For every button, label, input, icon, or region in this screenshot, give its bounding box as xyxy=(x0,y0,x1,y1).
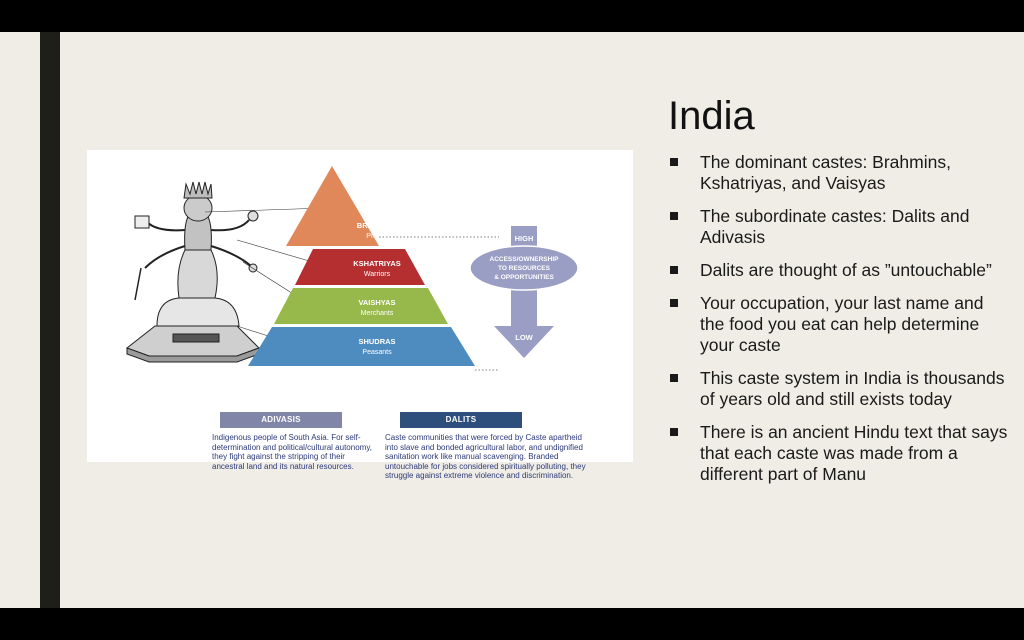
arrow-low-label: LOW xyxy=(515,333,533,342)
adivasis-heading: ADIVASIS xyxy=(220,412,342,428)
adivasis-description: Indigenous people of South Asia. For sel… xyxy=(212,433,372,471)
tier-kshatriyas-name: KSHATRIYAS xyxy=(353,259,401,268)
square-bullet-icon xyxy=(670,158,678,166)
tier-vaishyas-shape xyxy=(274,288,448,324)
tier-brahmins-role: Priests xyxy=(366,233,388,240)
dalits-description: Caste communities that were forced by Ca… xyxy=(385,433,586,480)
arrow-label-line1: ACCESS/OWNERSHIP xyxy=(490,256,560,263)
tier-vaishyas-role: Merchants xyxy=(361,310,394,317)
bullet-text: Dalits are thought of as ”untouchable” xyxy=(700,260,992,280)
caste-pyramid-figure: BRAHMINS Priests KSHATRIYAS Warriors VAI… xyxy=(87,150,633,480)
bullet-text: There is an ancient Hindu text that says… xyxy=(700,422,1008,484)
tier-shudras-role: Peasants xyxy=(362,349,392,356)
square-bullet-icon xyxy=(670,266,678,274)
tier-brahmins-shape xyxy=(286,166,379,246)
brahma-illustration xyxy=(125,181,260,363)
bullet-item: This caste system in India is thousands … xyxy=(668,368,1008,410)
bullet-item: The dominant castes: Brahmins, Kshatriya… xyxy=(668,152,1008,194)
access-arrow xyxy=(469,226,579,358)
arrow-label-line3: & OPPORTUNITIES xyxy=(494,274,554,281)
tier-vaishyas-name: VAISHYAS xyxy=(358,298,395,307)
tier-kshatriyas-role: Warriors xyxy=(364,271,391,278)
square-bullet-icon xyxy=(670,299,678,307)
slide-accent-bar xyxy=(40,32,60,608)
bullet-text: This caste system in India is thousands … xyxy=(700,368,1005,409)
bullet-item: There is an ancient Hindu text that says… xyxy=(668,422,1008,485)
tier-shudras-name: SHUDRAS xyxy=(358,337,395,346)
arrow-high-label: HIGH xyxy=(515,234,534,243)
bullet-text: The dominant castes: Brahmins, Kshatriya… xyxy=(700,152,951,193)
slide-title: India xyxy=(668,94,755,138)
square-bullet-icon xyxy=(670,212,678,220)
caste-pyramid-svg: BRAHMINS Priests KSHATRIYAS Warriors VAI… xyxy=(125,166,579,371)
tier-kshatriyas-shape xyxy=(295,249,425,285)
dalits-heading: DALITS xyxy=(400,412,522,428)
bullet-item: The subordinate castes: Dalits and Adiva… xyxy=(668,206,1008,248)
bullet-list: The dominant castes: Brahmins, Kshatriya… xyxy=(668,152,1008,497)
slide: BRAHMINS Priests KSHATRIYAS Warriors VAI… xyxy=(0,32,1024,608)
tier-shudras-shape xyxy=(248,327,475,366)
square-bullet-icon xyxy=(670,428,678,436)
square-bullet-icon xyxy=(670,374,678,382)
bullet-item: Your occupation, your last name and the … xyxy=(668,293,1008,356)
arrow-label-line2: TO RESOURCES xyxy=(498,265,551,272)
bullet-item: Dalits are thought of as ”untouchable” xyxy=(668,260,1008,281)
tier-brahmins-name: BRAHMINS xyxy=(357,221,397,230)
bullet-text: The subordinate castes: Dalits and Adiva… xyxy=(700,206,970,247)
bullet-text: Your occupation, your last name and the … xyxy=(700,293,984,355)
